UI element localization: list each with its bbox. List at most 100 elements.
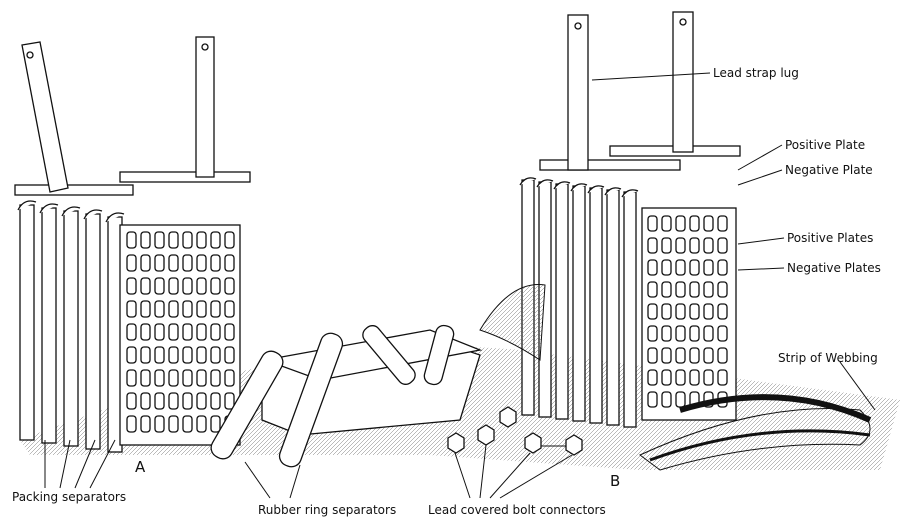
plate-edge — [606, 189, 620, 426]
plate-pocket — [154, 300, 165, 318]
label-packing-separators: Packing separators — [12, 490, 126, 504]
plate-hook — [621, 189, 639, 198]
plate-pocket — [703, 303, 714, 320]
plate-hook — [587, 185, 605, 194]
plate-group-a — [14, 36, 251, 453]
front-plate-a — [119, 224, 241, 446]
strap-bar-a2 — [119, 171, 251, 183]
plate-pocket — [675, 347, 686, 364]
plate-pocket — [126, 323, 137, 341]
plate-pocket — [703, 237, 714, 254]
separator-hook — [39, 203, 59, 214]
plate-pocket — [647, 303, 658, 320]
separator-plate — [41, 207, 57, 444]
plate-pocket — [154, 415, 165, 433]
plate-pocket — [647, 325, 658, 342]
label-group-b: B — [610, 472, 620, 490]
plate-pocket — [168, 231, 179, 249]
strap-bar-a1 — [14, 184, 134, 196]
plate-pocket — [689, 303, 700, 320]
plate-pocket — [703, 259, 714, 276]
plate-hook — [519, 177, 537, 186]
plate-pocket — [661, 303, 672, 320]
plate-pocket — [703, 347, 714, 364]
label-lead-strap-lug: Lead strap lug — [713, 66, 799, 80]
plate-pocket — [224, 392, 235, 410]
packing-separator-plates — [17, 200, 125, 453]
bolt-connectors — [447, 406, 583, 456]
plate-pocket — [182, 346, 193, 364]
lead-strap-lug-b2 — [672, 11, 694, 153]
plate-pocket — [717, 369, 728, 386]
plate-pocket — [210, 231, 221, 249]
plate-pocket — [168, 277, 179, 295]
plate-pocket — [196, 392, 207, 410]
plate-pocket — [224, 277, 235, 295]
plate-pocket — [182, 392, 193, 410]
plate-group-b — [519, 11, 741, 428]
lead-strap-lug-b1 — [567, 14, 589, 171]
leader-lines — [44, 72, 876, 499]
plate-pocket — [168, 254, 179, 272]
plate-pocket — [210, 415, 221, 433]
plate-pocket — [126, 392, 137, 410]
plate-pocket — [689, 281, 700, 298]
plate-pocket — [210, 346, 221, 364]
plate-pocket — [661, 347, 672, 364]
plate-grid-b — [647, 215, 728, 408]
plate-pocket — [647, 347, 658, 364]
plate-pocket — [675, 369, 686, 386]
plate-pocket — [675, 391, 686, 408]
plate-pocket — [168, 323, 179, 341]
plate-pocket — [126, 346, 137, 364]
label-negative-plates: Negative Plates — [787, 261, 881, 275]
plate-pocket — [196, 231, 207, 249]
plate-pocket — [647, 237, 658, 254]
plate-pocket — [196, 300, 207, 318]
plate-edge — [555, 183, 569, 420]
plate-pocket — [182, 277, 193, 295]
separator-hook — [61, 206, 81, 217]
strap-bar-b1 — [539, 159, 681, 171]
plate-pocket — [675, 303, 686, 320]
label-lead-covered-bolt-connectors: Lead covered bolt connectors — [428, 503, 606, 517]
plate-pocket — [647, 391, 658, 408]
plate-pocket — [182, 231, 193, 249]
plate-pocket — [689, 347, 700, 364]
plate-grid-a — [126, 231, 235, 433]
label-group-a: A — [135, 458, 146, 476]
lead-strap-lug-a1 — [21, 41, 69, 193]
plate-edge — [589, 187, 603, 424]
plate-pocket — [675, 259, 686, 276]
plate-pocket — [196, 254, 207, 272]
rubber-ring-3 — [362, 325, 416, 385]
plate-hook — [553, 181, 571, 190]
plate-pocket — [675, 281, 686, 298]
plate-pocket — [675, 237, 686, 254]
plate-hook — [604, 187, 622, 196]
label-positive-plate: Positive Plate — [785, 138, 865, 152]
label-negative-plate: Negative Plate — [785, 163, 873, 177]
plate-edge — [572, 185, 586, 422]
plate-pocket — [689, 215, 700, 232]
plate-pocket — [140, 346, 151, 364]
plate-pocket — [675, 325, 686, 342]
plate-pocket — [196, 277, 207, 295]
rubber-ring-4 — [423, 324, 455, 386]
plate-hook — [570, 183, 588, 192]
separator-hook — [105, 212, 125, 223]
plate-pocket — [717, 347, 728, 364]
plate-pocket — [154, 392, 165, 410]
separator-plate — [63, 210, 79, 447]
plate-pocket — [647, 259, 658, 276]
plate-pocket — [210, 300, 221, 318]
plate-pocket — [168, 346, 179, 364]
plate-pocket — [224, 323, 235, 341]
separator-plate — [19, 204, 35, 441]
plate-pocket — [717, 215, 728, 232]
plate-pocket — [647, 281, 658, 298]
plate-pocket — [154, 277, 165, 295]
plate-pocket — [126, 300, 137, 318]
plate-pocket — [647, 215, 658, 232]
